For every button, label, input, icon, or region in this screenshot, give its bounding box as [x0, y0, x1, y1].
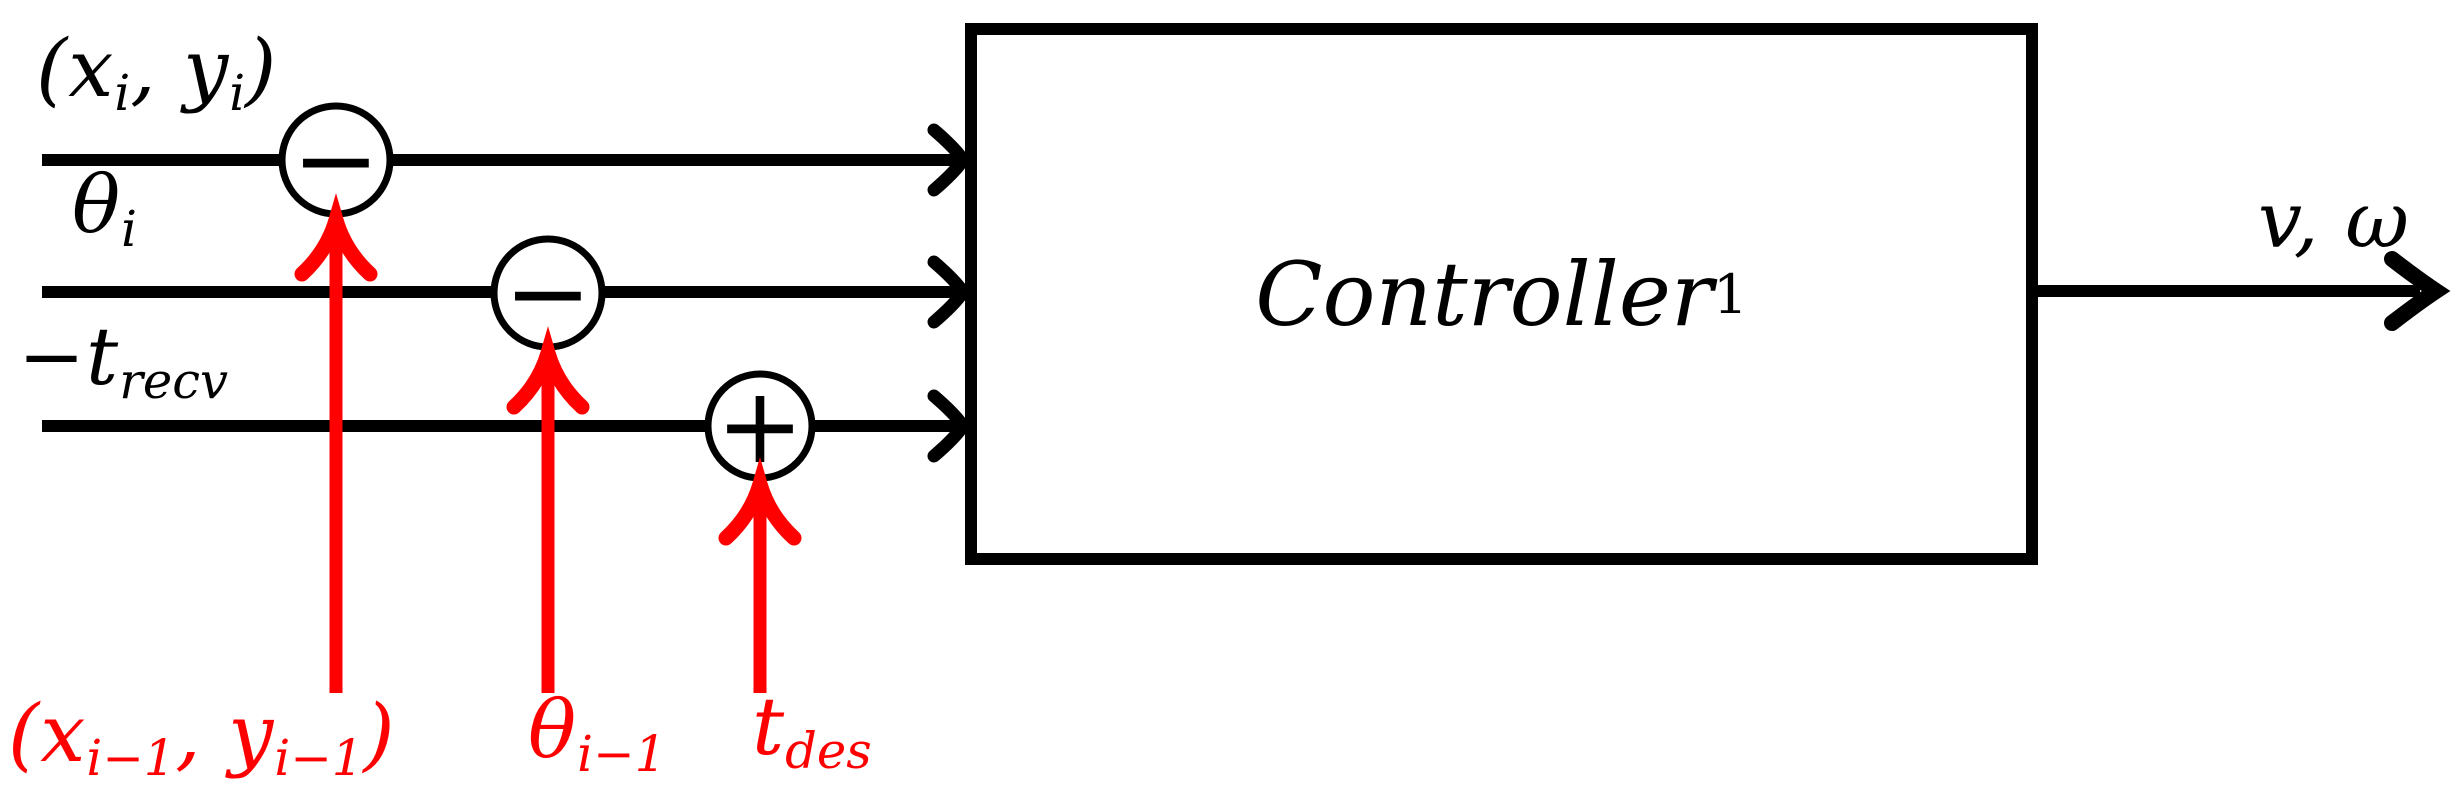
- label-subscript: i: [121, 199, 138, 258]
- reference-label-t-des: tdes: [752, 687, 872, 776]
- arrowhead-input-theta-icon: [927, 255, 971, 329]
- label-subscript: i: [229, 63, 246, 122]
- label-text: , y: [175, 687, 275, 780]
- label-text: Controller: [1255, 242, 1714, 346]
- input-label-t-recv: −trecv: [18, 317, 228, 406]
- label-text: , y: [130, 22, 230, 115]
- arrowhead-input-pose-icon: [927, 123, 971, 197]
- controller-block: [965, 23, 2038, 565]
- reference-arrowhead-1-icon: [294, 193, 378, 282]
- arrowhead-input-time-icon: [927, 389, 971, 463]
- label-text: v, ω: [2258, 176, 2411, 266]
- reference-arrowhead-3-icon: [718, 457, 802, 546]
- arrowhead-output-icon: [2384, 251, 2451, 331]
- output-label: v, ω: [2258, 182, 2410, 260]
- label-text: (x: [8, 687, 87, 780]
- input-label-pose: (xi, yi): [36, 29, 277, 118]
- label-subscript: i−1: [274, 728, 364, 787]
- input-label-theta: θi: [72, 165, 137, 254]
- label-text: t: [752, 680, 786, 773]
- label-subscript: i: [114, 63, 131, 122]
- label-text: θ: [528, 683, 578, 776]
- reference-arrowhead-2-icon: [506, 326, 590, 415]
- label-text: ): [363, 687, 396, 780]
- label-text: −t: [18, 310, 120, 403]
- label-text: ): [245, 22, 278, 115]
- label-subscript: i−1: [577, 724, 667, 783]
- label-subscript: i−1: [86, 728, 176, 787]
- label-text: (x: [36, 22, 115, 115]
- reference-label-prev-pose: (xi−1, yi−1): [8, 694, 396, 783]
- label-text: θ: [72, 158, 122, 251]
- label-subscript: des: [785, 721, 872, 780]
- label-subscript: recv: [119, 351, 229, 410]
- reference-label-prev-theta: θi−1: [528, 690, 666, 779]
